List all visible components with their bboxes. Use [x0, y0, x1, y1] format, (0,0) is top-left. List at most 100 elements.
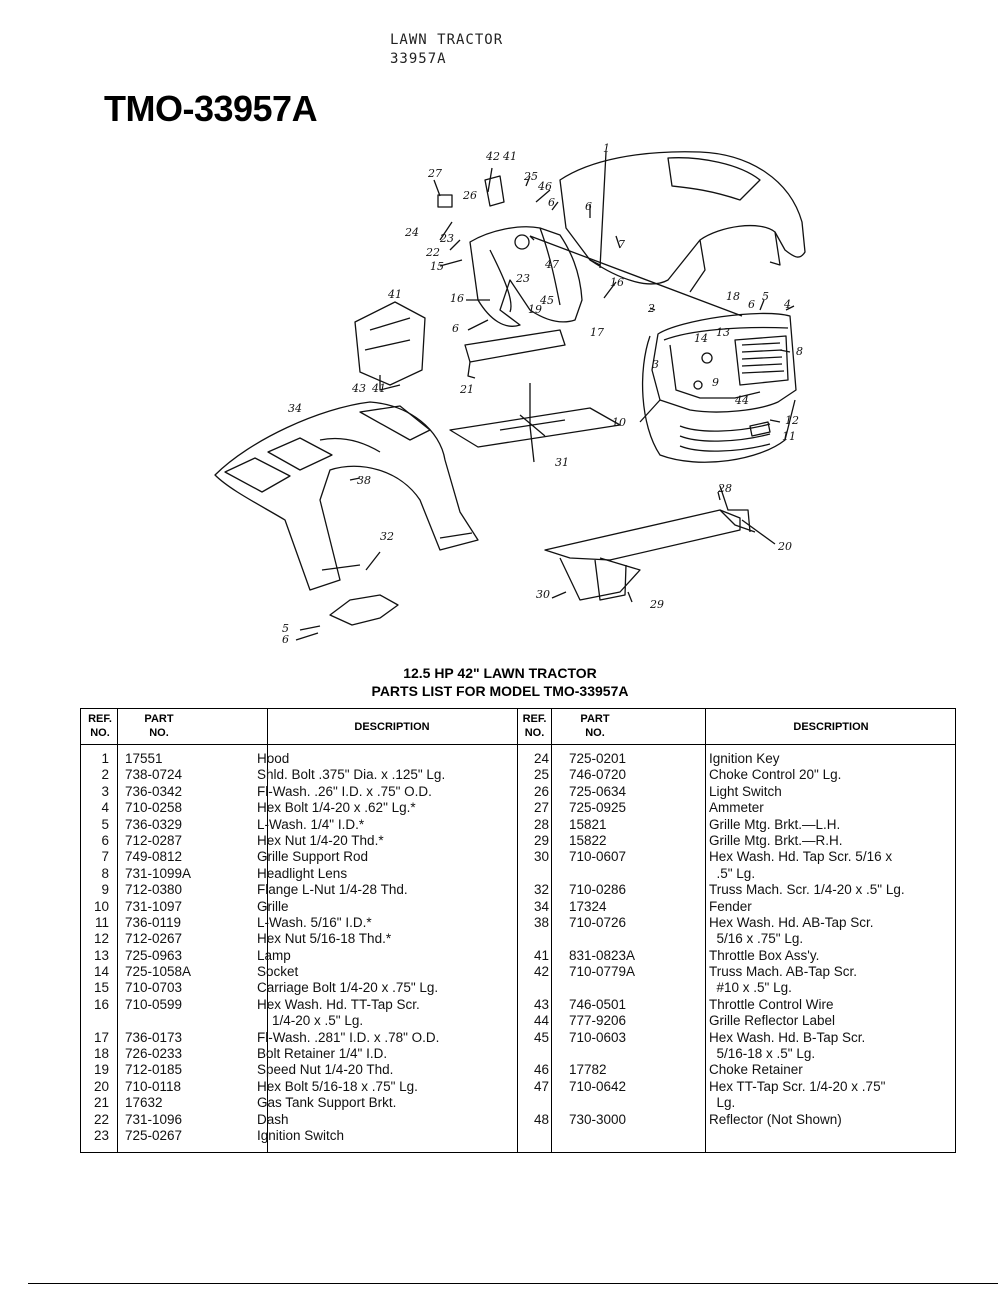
lamp-part: [701, 352, 713, 364]
description-cell: Bolt Retainer 1/4" I.D.: [257, 1046, 388, 1062]
grille-part: [641, 312, 797, 463]
svg-text:41: 41: [502, 150, 517, 163]
exploded-parts-diagram: 1 2 3 4 5 6 7 8 9 10 11 12 13 14 15 16 1…: [214, 142, 806, 646]
description-cell: Fl-Wash. .281" I.D. x .78" O.D.: [257, 1029, 440, 1045]
ref-cell: 24: [533, 751, 549, 766]
description-cell: Fender: [709, 898, 752, 914]
description-cell: Grille Support Rod: [257, 849, 369, 865]
ref-cell: 43: [533, 996, 549, 1012]
ref-cell: 22: [93, 1111, 109, 1127]
ref-cell: 27: [533, 800, 549, 816]
description-cell: Choke Control 20" Lg.: [709, 767, 842, 783]
throttle-box-part: [354, 301, 426, 391]
ref-cell: 4: [101, 800, 109, 816]
part-number-cell: 731-1096: [125, 1111, 183, 1127]
description-cell: Socket: [257, 964, 299, 980]
description-cell: Hex Wash. Hd. Tap Scr. 5/16 x: [709, 849, 893, 865]
description-cell: Hex Bolt 1/4-20 x .62" Lg.*: [257, 800, 416, 816]
svg-text:5: 5: [762, 290, 769, 303]
description-cell: Hex Bolt 5/16-18 x .75" Lg.: [257, 1078, 418, 1094]
table-divider: [267, 709, 268, 1152]
svg-text:23: 23: [515, 272, 530, 285]
svg-text:22: 22: [425, 246, 440, 259]
svg-text:31: 31: [555, 456, 569, 469]
table-row: 5/16 x .75" Lg.: [525, 931, 905, 947]
svg-text:25: 25: [523, 170, 538, 183]
ref-cell: 30: [533, 849, 549, 865]
part-number-cell: 726-0233: [125, 1046, 183, 1062]
part-number-cell: 15822: [569, 832, 607, 848]
part-number-cell: 736-0173: [125, 1029, 183, 1045]
description-cell: Ammeter: [709, 800, 764, 816]
ref-cell: 32: [533, 882, 549, 898]
page-bottom-rule: [28, 1283, 998, 1284]
part-number-cell: [549, 980, 705, 996]
part-number-cell: 731-1097: [125, 898, 183, 914]
model-title: TMO-33957A: [104, 88, 318, 129]
svg-text:34: 34: [288, 402, 302, 415]
description-cell: Flange L-Nut 1/4-28 Thd.: [257, 882, 408, 898]
svg-text:42: 42: [485, 150, 500, 163]
ref-cell: 6: [101, 832, 109, 848]
ref-cell: 47: [533, 1078, 549, 1094]
part-number-cell: 710-0703: [125, 980, 183, 996]
description-cell: Ignition Switch: [257, 1127, 345, 1143]
svg-text:16: 16: [450, 292, 464, 305]
ref-cell: 19: [93, 1062, 109, 1078]
description-cell: #10 x .5" Lg.: [709, 980, 792, 996]
svg-text:28: 28: [717, 482, 732, 495]
svg-text:23: 23: [439, 232, 454, 245]
description-cell: Grille Mtg. Brkt.—R.H.: [709, 832, 843, 848]
svg-text:44: 44: [734, 394, 749, 407]
part-number-cell: 749-0812: [125, 849, 183, 865]
table-header-rule: [81, 744, 955, 745]
ref-cell: 5: [101, 816, 109, 832]
part-number-cell: 736-0342: [125, 783, 183, 799]
ignition-switch-part: [514, 234, 530, 250]
part-number-cell: 712-0185: [125, 1062, 183, 1078]
part-number-cell: 710-0258: [125, 800, 183, 816]
part-number-cell: [549, 1046, 705, 1062]
table-divider: [517, 709, 518, 1152]
part-number-cell: 725-0963: [125, 947, 183, 963]
description-cell: Hex Wash. Hd. AB-Tap Scr.: [709, 914, 874, 930]
ref-cell: [525, 980, 549, 996]
svg-text:6: 6: [748, 298, 755, 311]
diagram-callouts: 1 2 3 4 5 6 7 8 9 10 11 12 13 14 15 16 1…: [282, 142, 803, 646]
svg-text:43: 43: [351, 382, 366, 395]
part-number-cell: 17551: [125, 751, 163, 766]
svg-text:11: 11: [782, 430, 796, 443]
part-number-cell: 738-0724: [125, 767, 183, 783]
col-header-ref: REF.NO.: [522, 713, 547, 739]
description-cell: Hex TT-Tap Scr. 1/4-20 x .75": [709, 1078, 886, 1094]
ref-cell: 38: [533, 914, 549, 930]
table-row: 4 710-0258 Hex Bolt 1/4-20 x .62" Lg.*: [81, 800, 445, 816]
svg-text:18: 18: [726, 290, 740, 303]
description-cell: Headlight Lens: [257, 865, 348, 881]
description-cell: Truss Mach. AB-Tap Scr.: [709, 964, 858, 980]
svg-text:41: 41: [387, 288, 402, 301]
ref-cell: 1: [101, 751, 109, 766]
